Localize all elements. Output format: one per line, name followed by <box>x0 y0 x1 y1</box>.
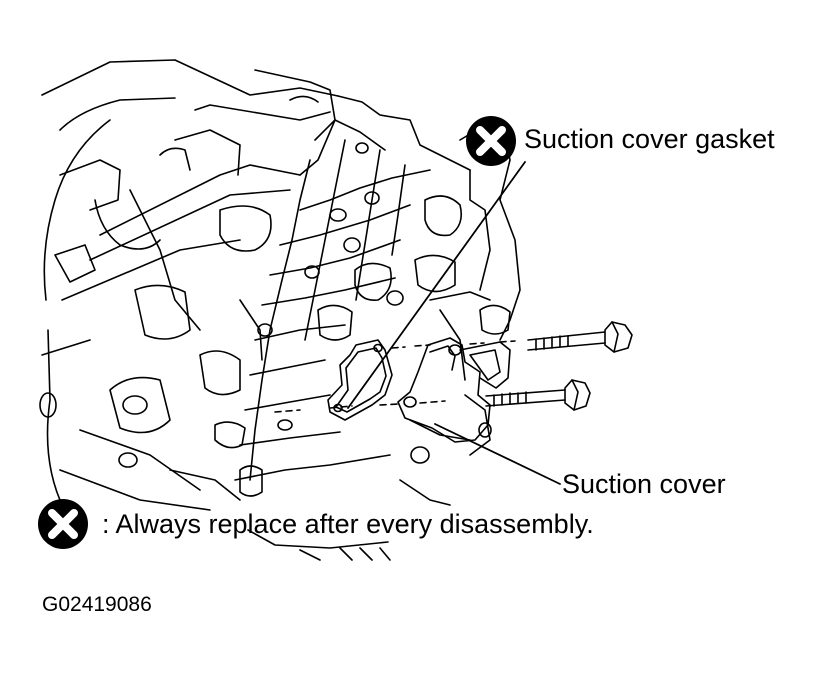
suction-cover-gasket-shape <box>327 339 393 421</box>
cover-leader-line <box>434 423 561 485</box>
x-circle-icon <box>38 499 88 549</box>
leader-lines <box>347 161 561 485</box>
suction-cover-label: Suction cover <box>562 469 726 499</box>
figure-id: G02419086 <box>42 593 152 616</box>
bolts <box>274 321 633 413</box>
legend-note: : Always replace after every disassembly… <box>102 509 594 539</box>
gasket-leader-line <box>347 161 526 409</box>
valve-body <box>214 95 521 561</box>
suction-cover-shape <box>397 337 511 443</box>
suction-cover-gasket-label: Suction cover gasket <box>524 124 775 154</box>
transmission-case <box>39 59 389 549</box>
x-circle-icon <box>466 116 516 166</box>
